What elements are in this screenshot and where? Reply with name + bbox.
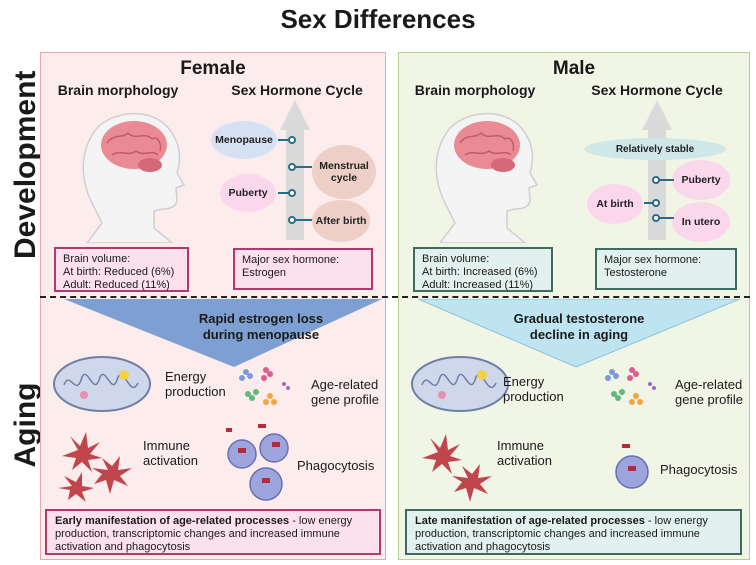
female-brain-volume-box: Brain volume: At birth: Reduced (6%) Adu… xyxy=(54,247,189,292)
male-cycle-arrow xyxy=(642,100,672,240)
figure-title: Sex Differences xyxy=(280,4,476,34)
male-stage-relatively-stable: Relatively stable xyxy=(584,138,726,160)
male-decline-triangle xyxy=(418,299,740,368)
male-brain-volume-box: Brain volume: At birth: Increased (6%) A… xyxy=(413,247,553,292)
row-label-aging: Aging xyxy=(9,382,42,468)
female-stage-menopause: Menopause xyxy=(211,121,277,159)
female-brain-morphology-heading: Brain morphology xyxy=(57,82,179,98)
female-decline-triangle xyxy=(64,299,382,367)
female-title: Female xyxy=(180,58,246,79)
female-cycle-connectors xyxy=(278,136,312,224)
male-title: Male xyxy=(552,58,596,79)
male-cycle-connectors xyxy=(644,176,674,222)
male-brain-morphology-heading: Brain morphology xyxy=(414,82,536,98)
female-triangle-text: Rapid estrogen loss during menopause xyxy=(198,311,324,342)
female-microglia-icon xyxy=(58,432,132,502)
female-phagocytosis-label: Phagocytosis xyxy=(297,458,375,473)
female-stage-puberty: Puberty xyxy=(220,174,276,212)
female-brain-head-icon xyxy=(82,112,186,243)
male-gene-profile-plot-icon xyxy=(605,367,656,405)
male-microglia-icon xyxy=(422,434,492,502)
female-mitochondria-icon xyxy=(53,356,151,412)
male-mitochondria-icon xyxy=(411,356,509,412)
male-summary-box: Late manifestation of age-related proces… xyxy=(405,509,742,555)
female-stage-after-birth: After birth xyxy=(312,200,370,242)
female-gene-profile-plot-icon xyxy=(239,367,290,405)
female-phagocytosis-icon xyxy=(226,424,289,501)
male-stage-in-utero: In utero xyxy=(672,202,730,242)
male-triangle-text: Gradual testosterone decline in aging xyxy=(513,311,645,342)
female-hormone-cycle-heading: Sex Hormone Cycle xyxy=(231,82,363,98)
male-hormone-box: Major sex hormone: Testosterone xyxy=(595,248,737,290)
development-aging-divider xyxy=(40,296,750,298)
male-stage-at-birth: At birth xyxy=(587,184,643,224)
row-label-development: Development xyxy=(9,70,42,259)
female-cycle-arrow xyxy=(280,100,310,240)
female-hormone-box: Major sex hormone: Estrogen xyxy=(233,248,373,290)
male-stage-puberty: Puberty xyxy=(672,160,730,200)
female-stage-menstrual-cycle: Menstrual cycle xyxy=(312,145,376,199)
male-brain-head-icon xyxy=(435,112,539,243)
male-phagocytosis-icon xyxy=(615,444,649,489)
male-phagocytosis-label: Phagocytosis xyxy=(660,462,738,477)
female-summary-box: Early manifestation of age-related proce… xyxy=(45,509,381,555)
male-hormone-cycle-heading: Sex Hormone Cycle xyxy=(591,82,723,98)
